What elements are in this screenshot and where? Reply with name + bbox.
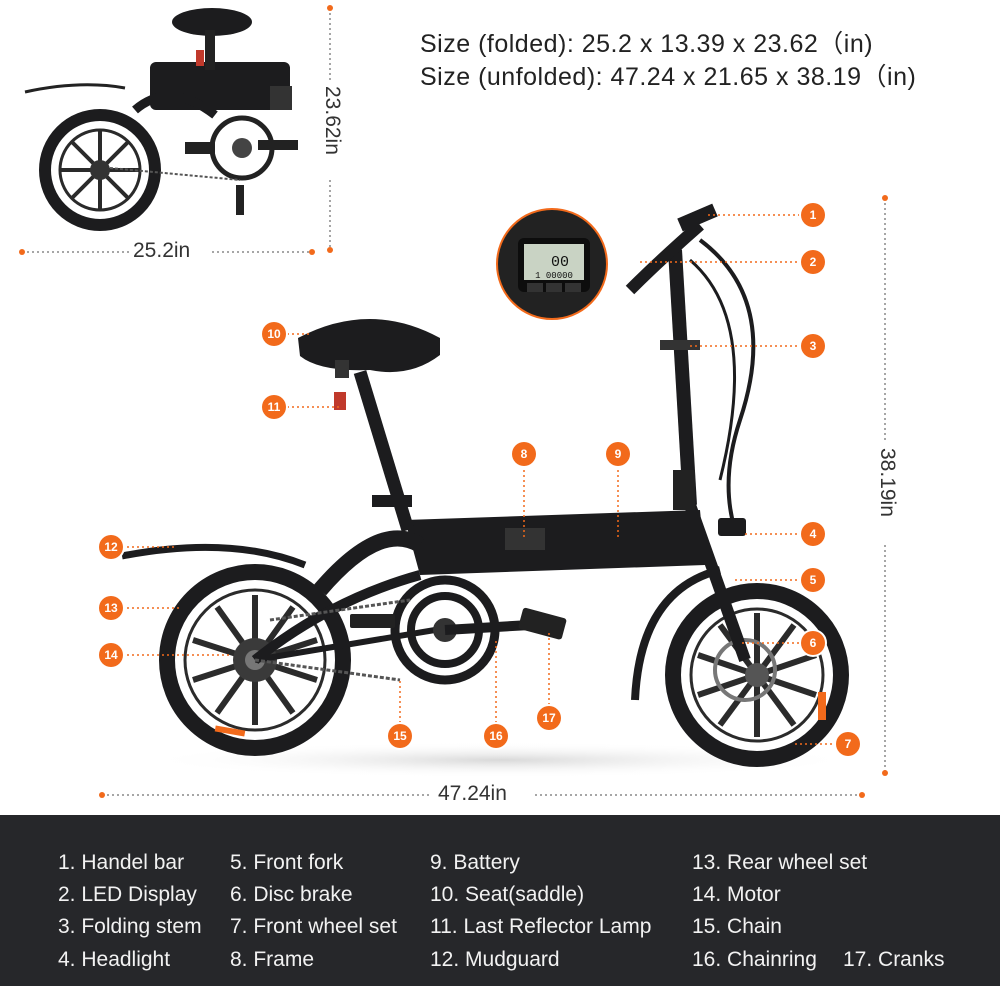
legend-item-17: 17. Cranks: [843, 948, 945, 971]
legend-item-11: 11. Last Reflector Lamp: [430, 915, 652, 938]
legend-item-16: 16. Chainring: [692, 948, 817, 971]
callout-7: 7: [836, 732, 860, 756]
folded-bike: [24, 8, 298, 231]
legend-item-12: 12. Mudguard: [430, 948, 560, 971]
legend-item-3: 3. Folding stem: [58, 915, 202, 938]
callout-17: 17: [537, 706, 561, 730]
size-folded-text: Size (folded): 25.2 x 13.39 x 23.62（in): [420, 30, 874, 58]
legend-item-7: 7. Front wheel set: [230, 915, 397, 938]
callout-13: 13: [99, 596, 123, 620]
bike-illustration: 00 1 00000: [19, 5, 888, 798]
legend-item-14: 14. Motor: [692, 883, 781, 906]
legend-item-4: 4. Headlight: [58, 948, 171, 971]
callout-15: 15: [388, 724, 412, 748]
unfolded-dimension-lines: [99, 195, 888, 798]
parts-legend: 1. Handel bar 2. LED Display 3. Folding …: [0, 815, 1000, 986]
callout-1: 1: [801, 203, 825, 227]
legend-item-5: 5. Front fork: [230, 851, 344, 874]
legend-item-6: 6. Disc brake: [230, 883, 353, 906]
callout-10: 10: [262, 322, 286, 346]
callout-3: 3: [801, 334, 825, 358]
legend-item-8: 8. Frame: [230, 948, 315, 971]
callout-leaders: [122, 214, 835, 745]
unfolded-width-label: 47.24in: [438, 782, 507, 805]
callout-14: 14: [99, 643, 123, 667]
callout-9: 9: [606, 442, 630, 466]
legend-item-10: 10. Seat(saddle): [430, 883, 585, 906]
legend-item-15: 15. Chain: [692, 915, 782, 938]
folded-dimension-lines: [19, 5, 333, 255]
callout-8: 8: [512, 442, 536, 466]
folded-width-label: 25.2in: [133, 239, 191, 262]
callout-2: 2: [801, 250, 825, 274]
unfolded-bike: [121, 203, 849, 767]
callout-4: 4: [801, 522, 825, 546]
display-top-readout: 00: [551, 254, 569, 271]
size-unfolded-text: Size (unfolded): 47.24 x 21.65 x 38.19（i…: [420, 63, 917, 91]
legend-item-2: 2. LED Display: [58, 883, 197, 906]
callout-12: 12: [99, 535, 123, 559]
display-inset: 00 1 00000: [496, 208, 608, 320]
callout-16: 16: [484, 724, 508, 748]
folded-height-label: 23.62in: [321, 86, 344, 155]
display-bottom-readout: 1 00000: [535, 271, 573, 281]
unfolded-height-label: 38.19in: [876, 448, 899, 517]
callout-6: 6: [801, 631, 825, 655]
legend-item-1: 1. Handel bar: [58, 851, 185, 874]
callout-5: 5: [801, 568, 825, 592]
legend-item-13: 13. Rear wheel set: [692, 851, 868, 874]
callout-11: 11: [262, 395, 286, 419]
legend-item-9: 9. Battery: [430, 851, 520, 874]
